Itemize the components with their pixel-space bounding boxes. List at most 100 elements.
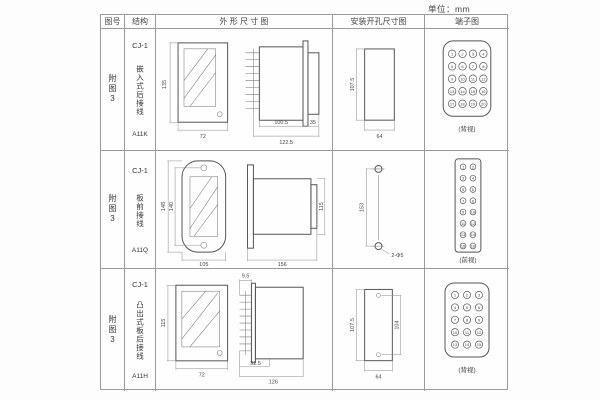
terminal-pin xyxy=(468,49,478,58)
terminal-pin xyxy=(475,291,483,299)
terminal-pin xyxy=(469,197,477,204)
terminal-number: 7 xyxy=(472,64,474,69)
terminal-pin xyxy=(451,340,459,349)
terminal-pin xyxy=(475,328,483,337)
header-fig-no: 图号 xyxy=(101,15,125,29)
dim-height: 135 xyxy=(162,80,168,89)
outline-cell-row2: 148 140 105 156 115 xyxy=(156,151,333,269)
terminal-number: 7 xyxy=(454,317,457,322)
structure-desc: 嵌入式后接线 xyxy=(135,64,145,116)
terminal-number: 12 xyxy=(481,76,485,81)
terminal-pin xyxy=(459,186,467,193)
structure-row3: CJ-1 凸出式板后接线 A11H xyxy=(125,269,156,391)
terminal-pin xyxy=(463,328,471,337)
spec-table: 图号 结构 外 形 尺 寸 图 安装开孔尺寸图 端子图 附图3 CJ-1 嵌入式… xyxy=(100,14,509,391)
terminal-pin xyxy=(459,231,467,238)
terminal-number: 15 xyxy=(471,89,476,94)
terminal-number: 9 xyxy=(478,317,481,322)
terminal-pin xyxy=(468,99,478,108)
outline-cell-row3: 115 72 9.5 31.5 126 xyxy=(156,269,333,391)
terminal-number: 9 xyxy=(451,76,454,81)
terminal-pin xyxy=(475,340,483,349)
terminal-number: 6 xyxy=(478,305,481,310)
side-view xyxy=(239,282,304,364)
terminal-pin xyxy=(479,49,488,58)
terminal-pin xyxy=(459,197,467,204)
dim-width: 72 xyxy=(199,373,205,379)
mounting-cell-row2: 153 2-Φ5 xyxy=(333,151,425,269)
dim-body-height: 115 xyxy=(319,202,325,211)
terminal-pin xyxy=(459,242,467,250)
cutout-dimensions: 107.5 104 64 xyxy=(350,289,402,380)
terminal-number: 8 xyxy=(466,317,469,322)
mounting-cell-row3: 107.5 104 64 xyxy=(333,269,425,391)
terminal-pin xyxy=(475,315,483,324)
terminal-number: 14 xyxy=(460,89,465,94)
terminal-number: 13 xyxy=(461,232,466,237)
mounting-holes xyxy=(372,164,385,251)
terminal-number: 10 xyxy=(471,210,476,215)
front-view xyxy=(177,42,229,123)
terminal-number: 8 xyxy=(482,64,485,69)
dim-body-length: 156 xyxy=(278,262,287,268)
terminal-pin xyxy=(458,99,467,108)
side-view xyxy=(245,40,320,127)
terminal-pin xyxy=(463,291,471,299)
dim-cutout-height: 107.5 xyxy=(350,78,356,92)
terminal-block xyxy=(442,40,492,117)
terminal-pin xyxy=(469,163,477,171)
terminal-number: 1 xyxy=(454,293,457,298)
dim-height: 115 xyxy=(161,319,167,328)
front-dimensions: 135 72 xyxy=(162,42,228,140)
outline-cell-row1: 135 72 100.5 35 122.5 xyxy=(156,29,333,151)
terminal-block xyxy=(444,282,490,358)
terminal-number: 16 xyxy=(471,244,476,249)
terminal-number: 3 xyxy=(478,293,481,298)
hole-spec-label: 2-Φ5 xyxy=(391,253,403,259)
terminal-number: 3 xyxy=(462,176,465,181)
terminal-number: 15 xyxy=(461,244,466,249)
terminal-number: 12 xyxy=(471,221,475,226)
view-caption: (前视) xyxy=(459,255,476,264)
terminal-pin xyxy=(451,328,459,337)
header-outline-dims: 外 形 尺 寸 图 xyxy=(156,15,333,29)
terminal-number: 6 xyxy=(461,64,464,69)
mounting-cell-row1: 107.5 64 xyxy=(333,29,425,151)
unit-label: 单位：mm xyxy=(428,4,471,14)
terminal-number: 15 xyxy=(477,342,482,347)
terminal-number: 11 xyxy=(465,330,470,335)
terminal-pin xyxy=(479,87,488,96)
terminal-number: 14 xyxy=(465,342,470,347)
terminal-pin xyxy=(448,74,457,83)
terminal-number: 8 xyxy=(472,198,475,203)
terminal-number: 2 xyxy=(461,51,463,56)
front-view xyxy=(181,160,227,253)
terminal-pin xyxy=(458,87,467,96)
type-code: A11Q xyxy=(131,246,149,254)
header-structure: 结构 xyxy=(125,15,156,29)
header-terminal-diagram: 端子图 xyxy=(425,15,509,29)
side-dimensions: 100.5 35 122.5 xyxy=(253,114,320,146)
dim-cutout-height: 107.5 xyxy=(350,318,356,332)
hole-dimensions: 153 2-Φ5 xyxy=(360,168,404,259)
dim-plate-height: 148 xyxy=(161,202,167,211)
outline-drawing-a11q: 148 140 105 156 115 xyxy=(161,160,326,268)
terminal-pin xyxy=(469,220,477,227)
terminal-pin xyxy=(468,62,478,71)
side-dimensions: 9.5 31.5 126 xyxy=(239,273,304,386)
terminal-pin xyxy=(451,315,459,324)
cutout xyxy=(364,288,393,362)
dim-width: 72 xyxy=(200,134,206,140)
terminal-number: 14 xyxy=(471,232,476,237)
model-label: CJ-1 xyxy=(132,165,148,175)
terminal-number: 11 xyxy=(471,76,475,81)
terminal-pin xyxy=(448,99,457,108)
view-caption: (背视) xyxy=(458,124,475,133)
